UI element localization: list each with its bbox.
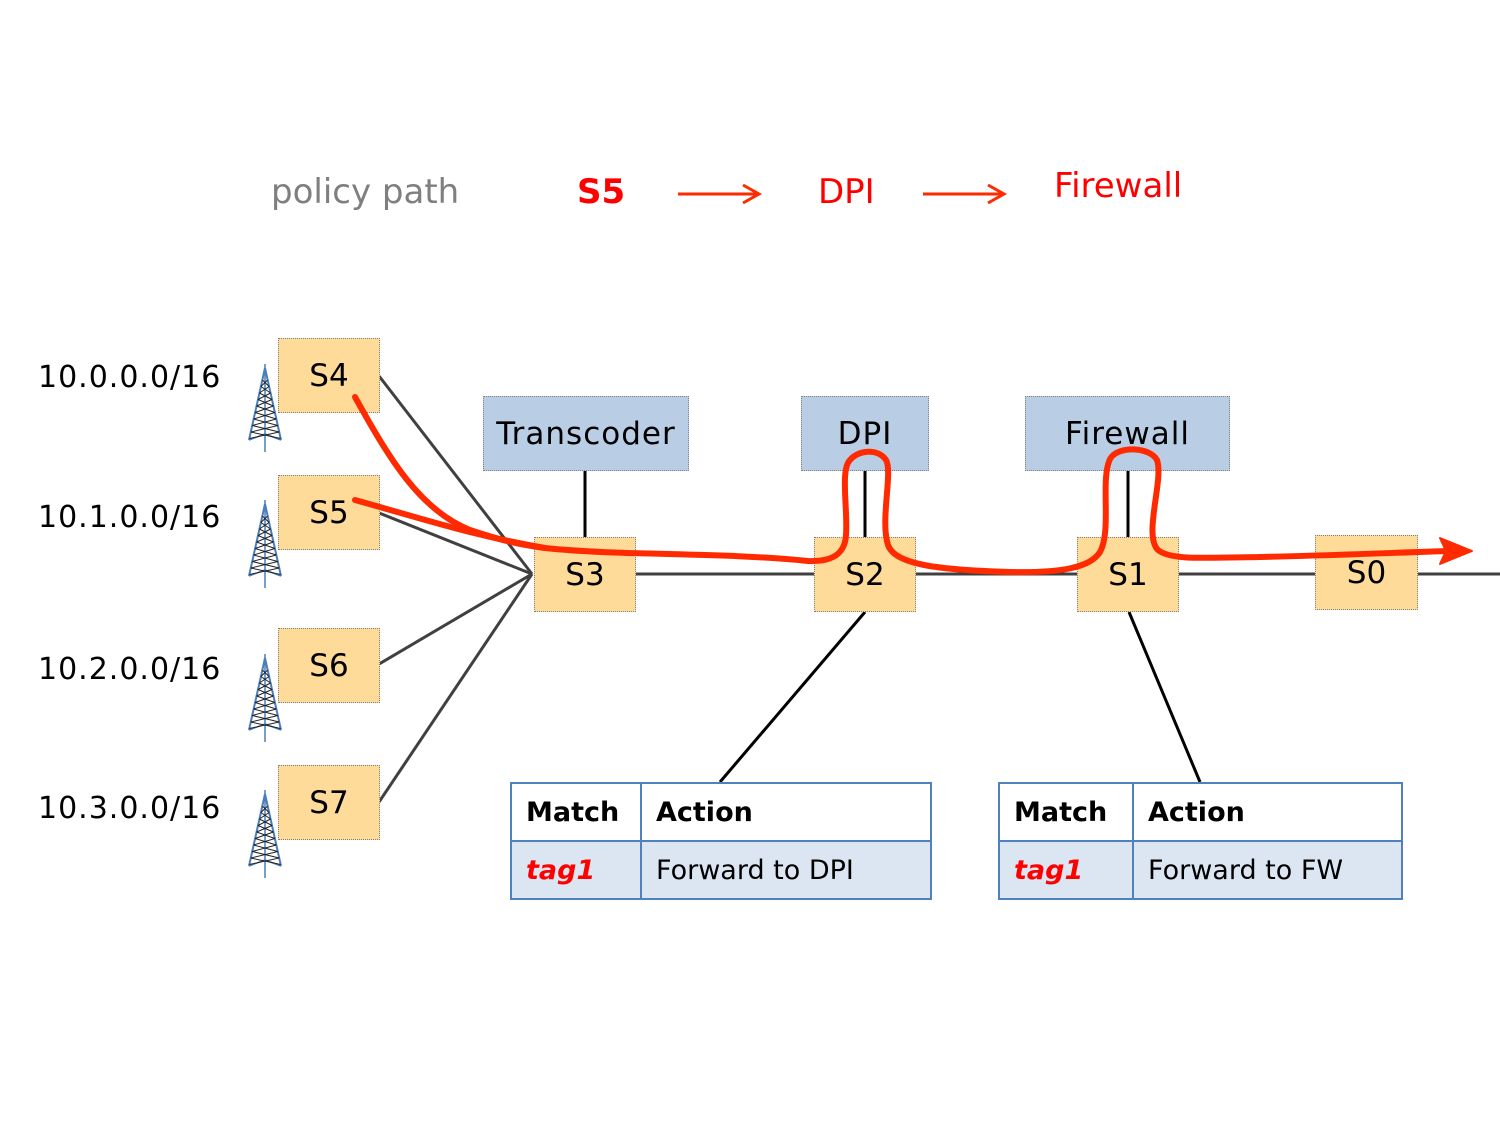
match-cell: tag1 xyxy=(510,840,642,900)
subnet-label: 10.1.0.0/16 xyxy=(38,500,222,535)
subnet-label: 10.0.0.0/16 xyxy=(38,360,222,395)
table-row: tag1 Forward to DPI xyxy=(510,840,932,900)
policy-path-label: policy path xyxy=(271,172,460,212)
switch-s2[interactable]: S2 xyxy=(814,537,916,612)
switch-label: S0 xyxy=(1346,554,1387,591)
subnet-label: 10.2.0.0/16 xyxy=(38,652,222,687)
table-row: tag1 Forward to FW xyxy=(998,840,1403,900)
table-header-match: Match xyxy=(998,782,1134,842)
switch-label: S4 xyxy=(309,357,349,394)
switch-label: S7 xyxy=(309,784,349,821)
switch-label: S6 xyxy=(309,647,349,684)
link-s2-table xyxy=(718,611,867,783)
policy-node-firewall: Firewall xyxy=(1054,166,1183,206)
action-cell: Forward to FW xyxy=(1132,840,1403,900)
switch-s3[interactable]: S3 xyxy=(534,537,636,612)
link-s7-s3 xyxy=(377,573,534,803)
action-cell: Forward to DPI xyxy=(640,840,932,900)
table-header-match: Match xyxy=(510,782,642,842)
middlebox-label: Transcoder xyxy=(496,415,676,452)
link-s6-s3 xyxy=(378,572,533,666)
switch-s1[interactable]: S1 xyxy=(1077,537,1179,612)
middlebox-firewall[interactable]: Firewall xyxy=(1025,396,1230,471)
flow-table-s1: Match Action tag1 Forward to FW xyxy=(998,782,1403,900)
middlebox-label: DPI xyxy=(837,415,893,452)
middlebox-label: Firewall xyxy=(1065,415,1190,452)
table-header-action: Action xyxy=(640,782,932,842)
switch-s7[interactable]: S7 xyxy=(278,765,380,840)
middlebox-transcoder[interactable]: Transcoder xyxy=(483,396,689,471)
cell-tower-icon xyxy=(248,654,282,742)
switch-s4[interactable]: S4 xyxy=(278,338,380,413)
switch-label: S1 xyxy=(1108,556,1148,593)
switch-s5[interactable]: S5 xyxy=(278,475,380,550)
arrow-right-icon xyxy=(923,183,1008,205)
table-header-action: Action xyxy=(1132,782,1403,842)
middlebox-dpi[interactable]: DPI xyxy=(801,396,929,471)
switch-label: S3 xyxy=(565,556,605,593)
switch-label: S5 xyxy=(309,494,349,531)
link-s1-table xyxy=(1127,611,1202,783)
switch-s0[interactable]: S0 xyxy=(1315,535,1418,610)
policy-node-s5: S5 xyxy=(577,172,626,212)
switch-s6[interactable]: S6 xyxy=(278,628,380,703)
policy-node-dpi: DPI xyxy=(818,172,875,212)
cell-tower-icon xyxy=(248,790,282,878)
cell-tower-icon xyxy=(248,364,282,452)
arrow-right-icon xyxy=(678,183,763,205)
cell-tower-icon xyxy=(248,500,282,588)
match-cell: tag1 xyxy=(998,840,1134,900)
subnet-label: 10.3.0.0/16 xyxy=(38,791,222,826)
flow-table-s2: Match Action tag1 Forward to DPI xyxy=(510,782,932,900)
switch-label: S2 xyxy=(845,556,885,593)
